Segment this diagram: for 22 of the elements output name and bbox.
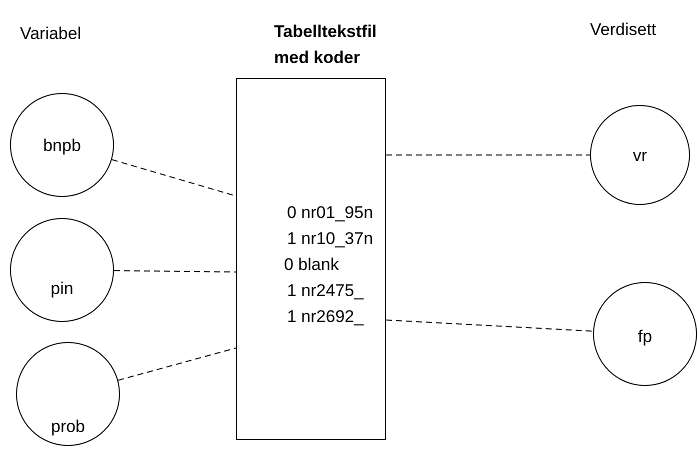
circle-label: prob bbox=[50, 417, 86, 437]
box-heading: Tabelltekstfil med koder bbox=[274, 21, 378, 69]
code-line: 0 nr01_95n bbox=[287, 203, 374, 223]
dashed-connector bbox=[114, 270, 236, 272]
variable-circle bbox=[10, 218, 114, 322]
code-line: 1 nr2692_ bbox=[287, 307, 364, 327]
variable-circle bbox=[590, 105, 690, 205]
code-line: 1 nr2475_ bbox=[287, 281, 364, 301]
variable-circle bbox=[10, 93, 114, 197]
dashed-connector bbox=[386, 154, 590, 156]
variable-circle bbox=[593, 282, 697, 386]
circle-label: vr bbox=[632, 146, 648, 166]
column-heading: Verdisett bbox=[590, 20, 656, 40]
dashed-connector bbox=[118, 348, 236, 381]
code-line: 1 nr10_37n bbox=[287, 229, 374, 249]
column-heading: Variabel bbox=[20, 24, 82, 44]
code-line: 0 blank bbox=[284, 255, 339, 275]
dashed-connector bbox=[386, 320, 594, 332]
circle-label: bnpb bbox=[43, 136, 81, 156]
circle-label: fp bbox=[638, 327, 652, 347]
circle-label: pin bbox=[50, 279, 74, 299]
variable-circle bbox=[16, 342, 120, 446]
